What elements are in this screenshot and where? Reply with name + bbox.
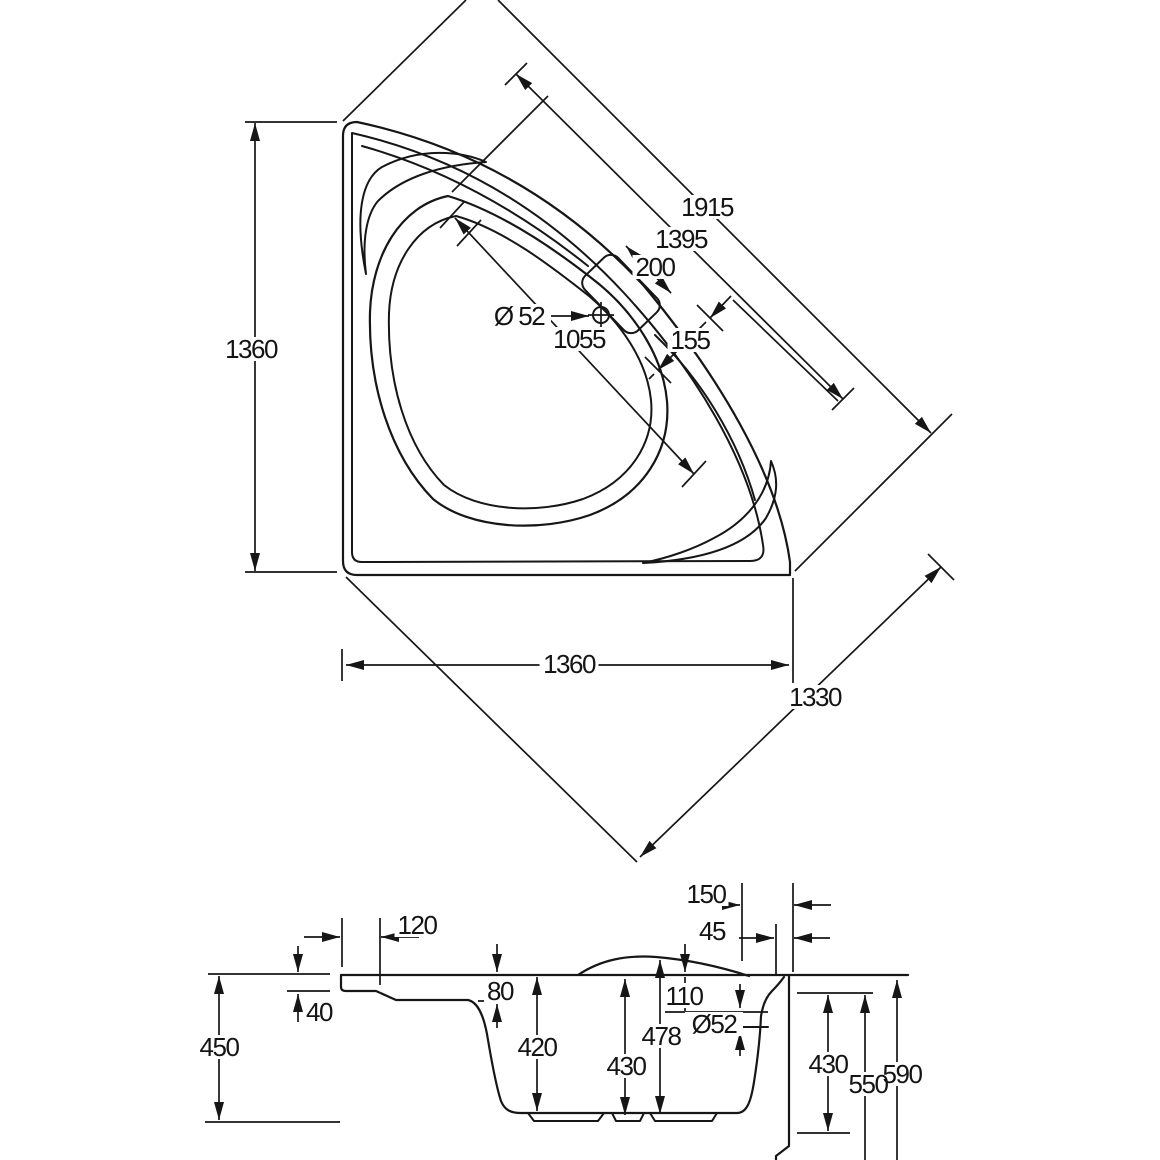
section-tub-profile: [339, 973, 786, 1115]
plan-headrest-bottom-right: [642, 460, 778, 564]
dim-plan-front-diagonal: 1330: [789, 682, 842, 712]
dim-section-overflow-top: 110: [666, 981, 704, 1011]
dim-plan-rim-diagonal: 1395: [655, 224, 708, 254]
dim-section-panel-drop: 430: [809, 1049, 849, 1079]
dim-section-overflow-dia: Ø52: [692, 1009, 738, 1039]
dim-section-backrest-height: 478: [642, 1021, 682, 1051]
dim-plan-side-bottom: 1360: [543, 649, 596, 679]
dim-section-ledge-width: 120: [398, 910, 438, 940]
dim-section-rim-lip: 45: [699, 916, 726, 946]
plan-well-inner: [387, 215, 653, 510]
label-backdrops: [196, 195, 925, 1096]
dim-plan-drain: Ø 52: [494, 301, 545, 331]
dim-plan-ledge-length: 200: [636, 252, 676, 282]
section-view: [205, 955, 910, 1160]
dim-section-apron-height: 450: [200, 1032, 240, 1062]
dim-section-rim-edge-drop: 40: [306, 997, 333, 1027]
dim-section-inner-depth: 420: [518, 1032, 558, 1062]
dim-section-backrest-width: 150: [687, 879, 727, 909]
dim-section-support-height: 550: [849, 1069, 889, 1099]
dim-section-overall-height: 590: [883, 1059, 923, 1089]
plan-rim-inner-line: [351, 132, 765, 563]
dim-plan-side-left: 1360: [225, 334, 278, 364]
dim-plan-overall-diagonal: 1915: [681, 192, 734, 222]
dim-section-rim-to-seat: 80: [487, 976, 514, 1006]
labels: 1360 1915 1395 200 Ø 52 1055 155 1360 13…: [200, 192, 924, 1099]
section-backrest-hump: [576, 955, 751, 978]
plan-shelf-edge-lower: [654, 334, 756, 501]
section-right-wall: [774, 973, 791, 1160]
section-floor-pads: [527, 1112, 718, 1122]
dim-plan-ledge-offset: 155: [671, 325, 711, 355]
dim-plan-well-diagonal: 1055: [553, 324, 606, 354]
dim-section-outer-depth: 430: [607, 1051, 647, 1081]
plan-headrest-top-left: [359, 151, 487, 275]
